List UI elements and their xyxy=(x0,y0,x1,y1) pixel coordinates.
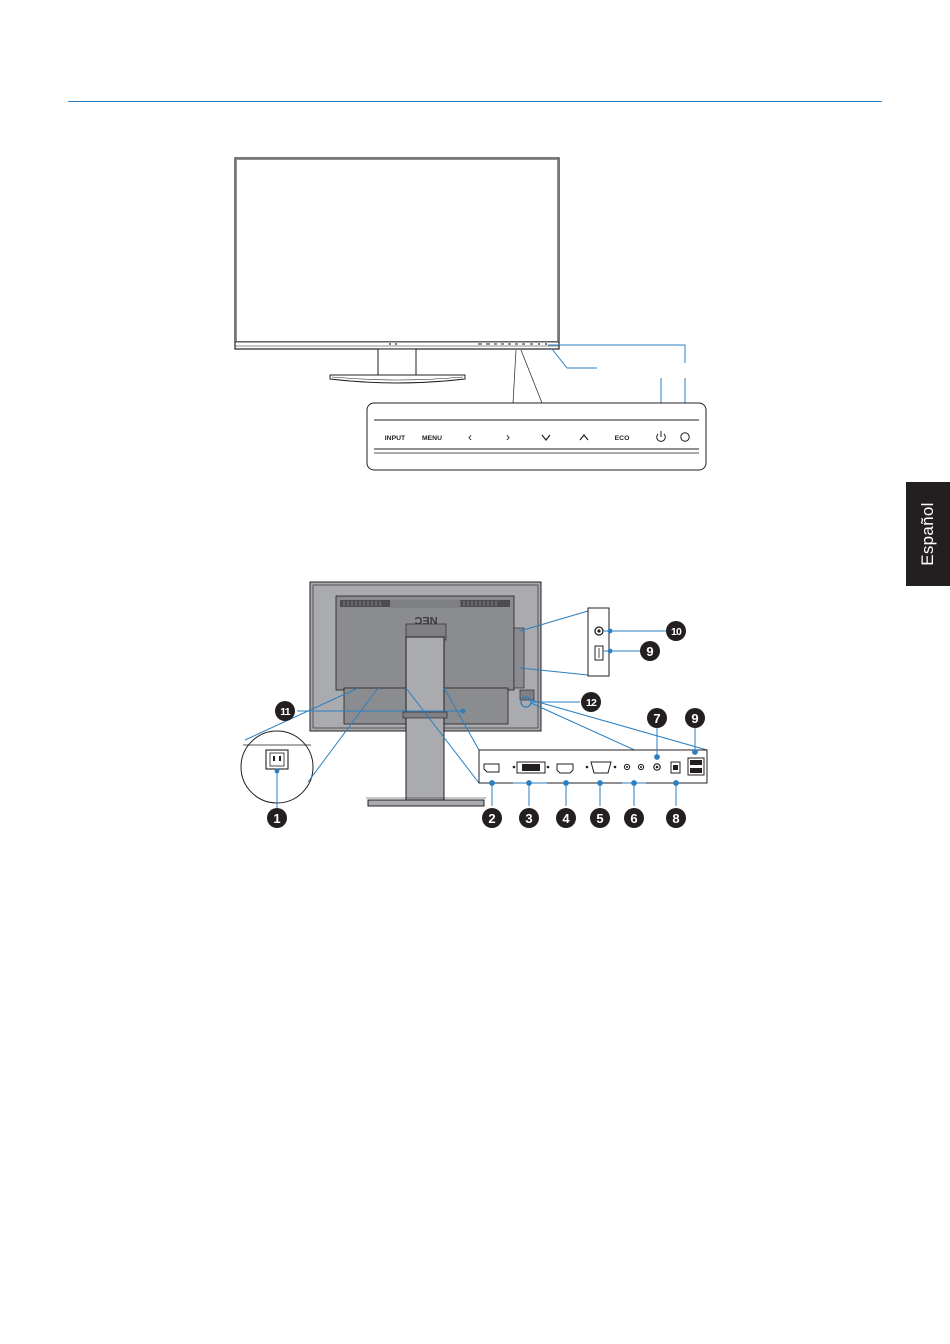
side-port-housing xyxy=(514,628,524,688)
callout-12: 12 xyxy=(581,692,601,712)
displayport-icon xyxy=(484,764,499,772)
callout-3: 3 xyxy=(519,808,539,828)
monitor-screen xyxy=(237,160,558,342)
left-button[interactable]: ‹ xyxy=(468,430,472,444)
svg-text:2: 2 xyxy=(488,811,495,826)
svg-text:1: 1 xyxy=(273,811,280,826)
side-ports-zoom xyxy=(588,608,609,676)
callout-9-side: 9 xyxy=(640,641,660,661)
callout-10: 10 xyxy=(666,621,686,641)
svg-text:9: 9 xyxy=(646,644,653,659)
svg-text:6: 6 xyxy=(630,811,637,826)
svg-text:3: 3 xyxy=(525,811,532,826)
right-button[interactable]: › xyxy=(506,430,510,444)
svg-text:9: 9 xyxy=(691,711,698,726)
svg-text:10: 10 xyxy=(671,626,682,638)
stand-base-rear xyxy=(368,800,484,806)
svg-text:7: 7 xyxy=(653,711,660,726)
rear-view: NEC xyxy=(241,582,707,808)
power-leader xyxy=(552,349,597,368)
callout-2: 2 xyxy=(482,808,502,828)
callout-1: 1 xyxy=(267,808,287,828)
eco-button[interactable]: ECO xyxy=(615,435,630,442)
callout-6: 6 xyxy=(624,808,644,828)
callout-4: 4 xyxy=(556,808,576,828)
callout-7: 7 xyxy=(647,708,667,728)
svg-text:4: 4 xyxy=(562,811,570,826)
stand-base xyxy=(330,375,465,383)
svg-text:8: 8 xyxy=(672,811,679,826)
led-leader xyxy=(548,345,685,363)
stand-column xyxy=(406,637,444,800)
svg-text:12: 12 xyxy=(586,697,597,709)
menu-button[interactable]: MENU xyxy=(422,435,442,442)
callout-9-rear: 9 xyxy=(685,708,705,728)
svg-text:11: 11 xyxy=(280,706,290,718)
input-button[interactable]: INPUT xyxy=(385,435,406,442)
stand-neck xyxy=(378,349,416,375)
front-view: INPUT MENU ‹ › ECO xyxy=(235,158,706,470)
control-panel-zoom xyxy=(367,403,706,470)
svg-text:5: 5 xyxy=(596,811,603,826)
callout-8: 8 xyxy=(666,808,686,828)
callout-5: 5 xyxy=(590,808,610,828)
hdmi-port-icon xyxy=(557,764,573,773)
callout-11: 11 xyxy=(275,701,295,721)
vga-port-icon xyxy=(591,762,611,773)
